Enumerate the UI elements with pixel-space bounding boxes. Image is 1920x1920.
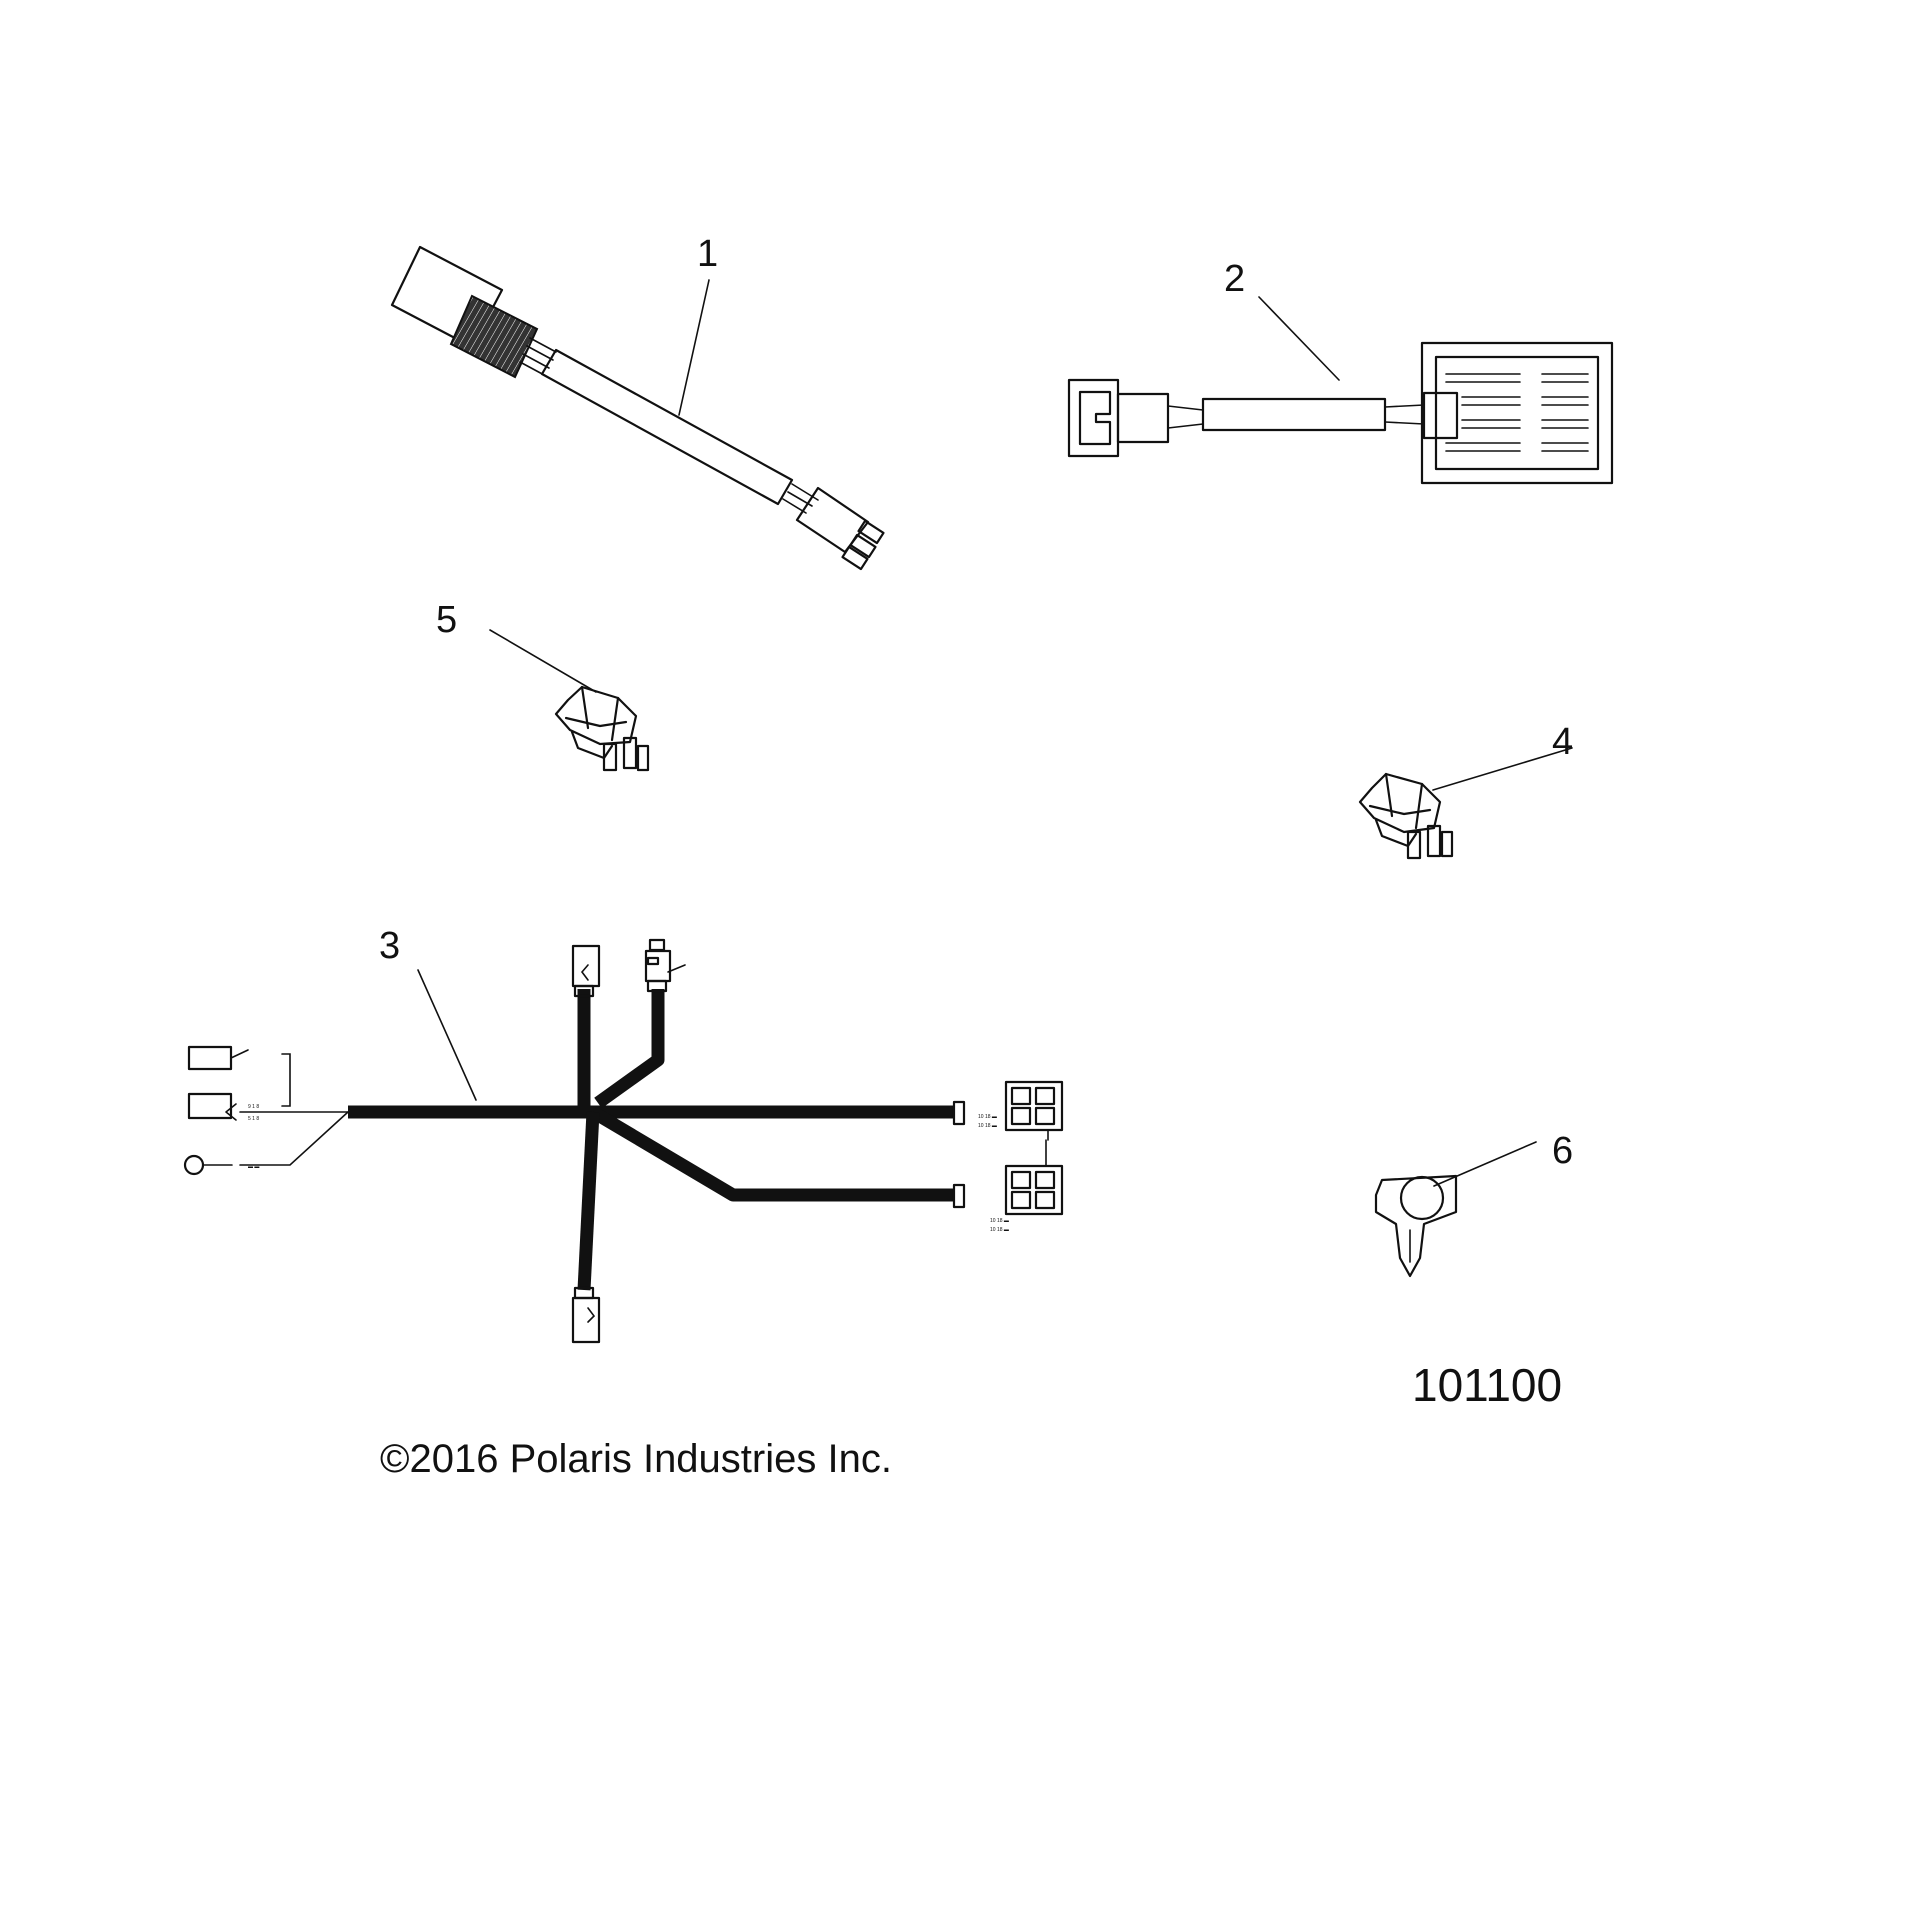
callout-5: 5 [436,599,457,641]
drawing-number: 101100 [1412,1359,1563,1411]
callout-1: 1 [697,233,718,275]
copyright-notice: ©2016 Polaris Industries Inc. [380,1437,892,1481]
callout-4: 4 [1552,721,1573,763]
svg-text:10 18 ▬: 10 18 ▬ [978,1123,997,1129]
part-3-wiring-harness: 9 1 8 5 1 8 ▬ ▬ 10 18 ▬ 10 18 ▬ [183,938,1064,1344]
svg-text:10 18 ▬: 10 18 ▬ [978,1114,997,1120]
part-4-rocker-switch [1358,747,1573,860]
part-5-rocker-switch [489,629,650,772]
callout-2: 2 [1224,258,1245,300]
callout-3: 3 [379,925,400,967]
part-6-key [1374,1141,1537,1278]
svg-text:▬ ▬: ▬ ▬ [248,1164,259,1170]
svg-text:10 18 ▬: 10 18 ▬ [990,1218,1009,1224]
svg-text:5 1 8: 5 1 8 [248,1116,259,1122]
svg-text:10 18 ▬: 10 18 ▬ [990,1227,1009,1233]
svg-text:9 1 8: 9 1 8 [248,1104,259,1110]
callout-6: 6 [1552,1130,1573,1172]
part-1-adapter-harness [390,245,885,571]
part-2-heater-harness [1067,296,1614,485]
